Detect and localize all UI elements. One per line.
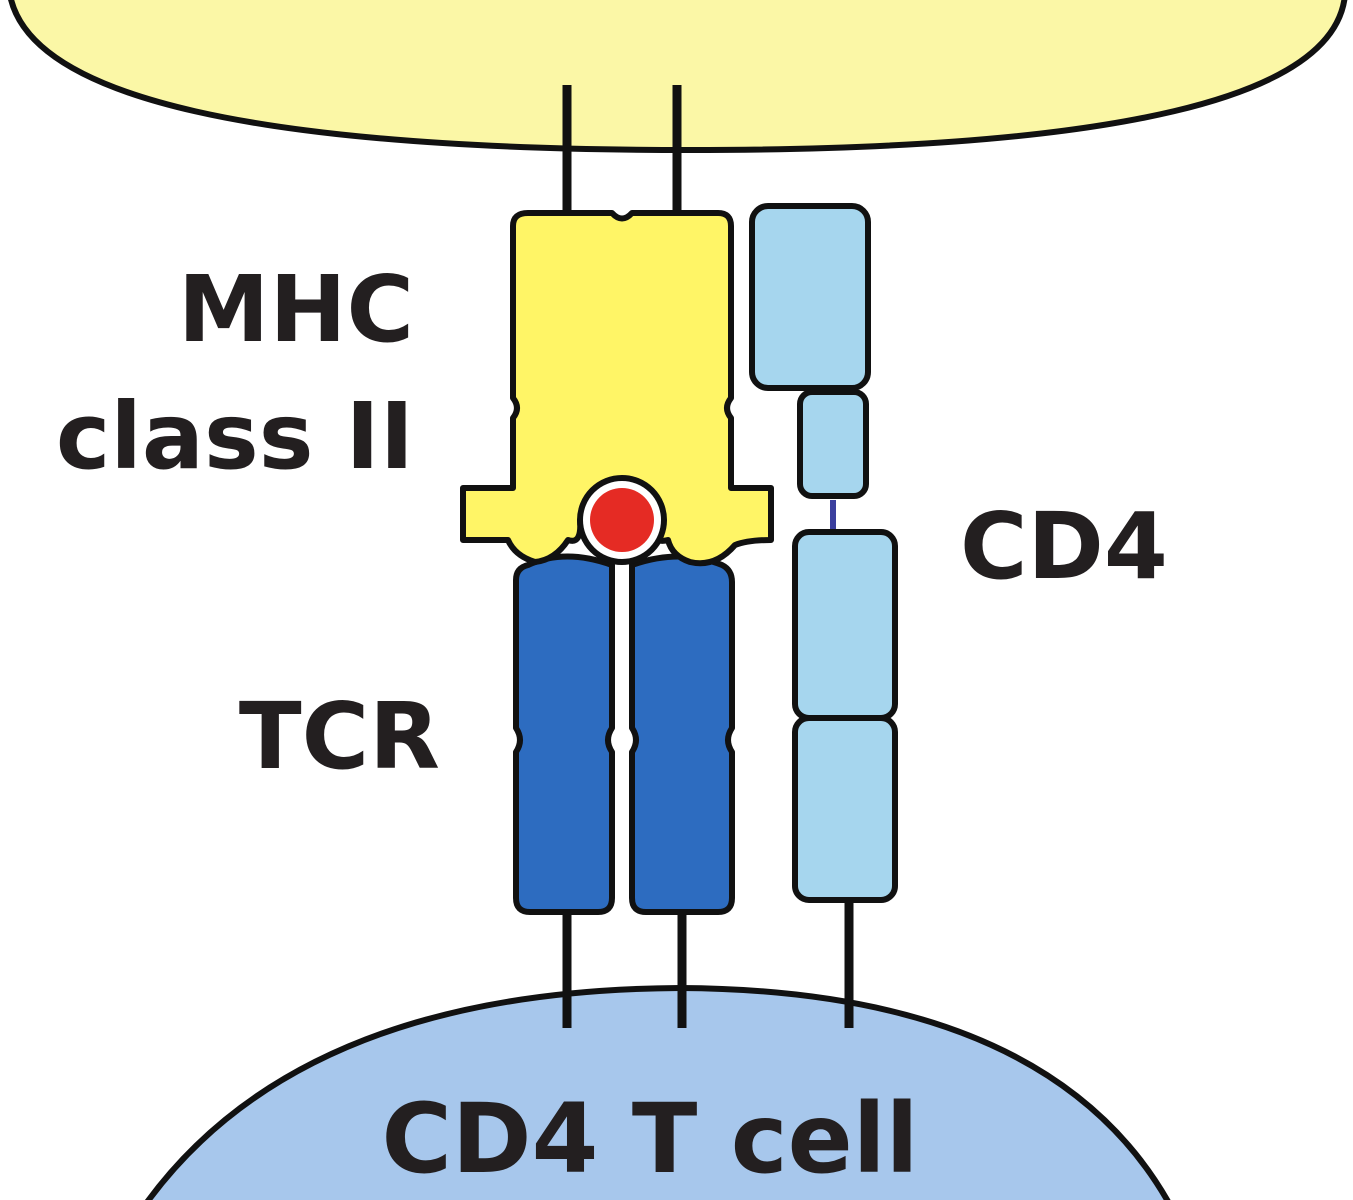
mhc-label-line1: MHC bbox=[178, 256, 414, 363]
cd4-domain-2 bbox=[797, 389, 869, 499]
cd4-domain-3 bbox=[792, 529, 898, 721]
cd4-domain-4 bbox=[792, 715, 898, 903]
tcr-label: TCR bbox=[239, 683, 440, 790]
cd4-domain-1 bbox=[749, 203, 871, 391]
peptide-antigen bbox=[577, 475, 667, 565]
antigen-presenting-cell bbox=[8, 0, 1348, 153]
tcr-beta-chain bbox=[629, 553, 735, 915]
cd4-coreceptor bbox=[749, 203, 898, 903]
t-cell-label: CD4 T cell bbox=[381, 1083, 918, 1195]
cd4-label: CD4 bbox=[960, 493, 1168, 600]
mhc-label-line2: class II bbox=[56, 383, 414, 490]
tcr-alpha-chain bbox=[513, 553, 615, 915]
